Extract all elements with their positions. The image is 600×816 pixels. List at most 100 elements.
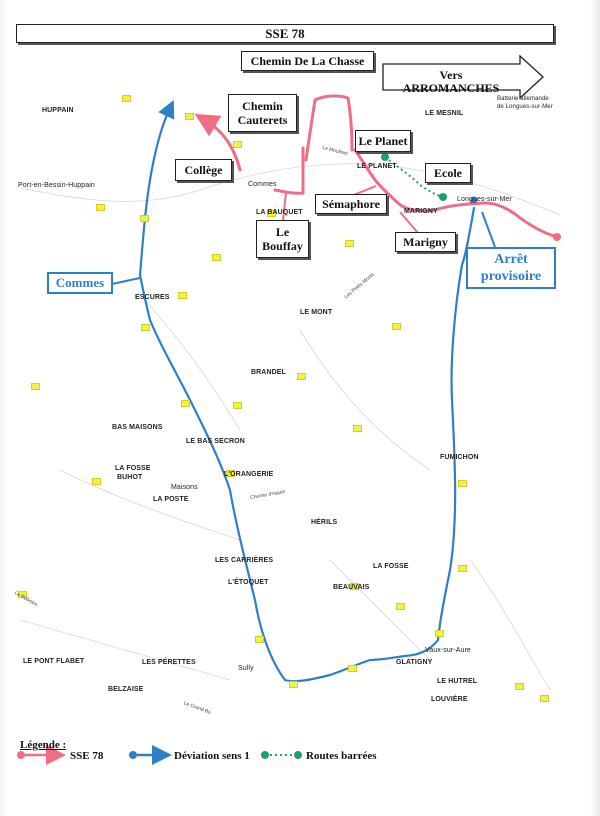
place-le-planet: LE PLANET (357, 163, 397, 170)
box-arret-provisoire: Arrêt provisoire (466, 247, 556, 289)
arret-provisoire-label-1: Arrêt (494, 252, 528, 267)
chemin-cauterets-label-1: Chemin (242, 99, 283, 113)
place-la-fosse-buhot-2: BUHOT (117, 474, 143, 481)
road-marker (92, 478, 101, 485)
box-le-bouffay: Le Bouffay (256, 220, 309, 258)
road-marker (348, 665, 357, 672)
box-le-planet: Le Planet (355, 130, 411, 152)
connector-arret (481, 211, 496, 248)
sse78-segment-college (194, 113, 242, 172)
place-le-pont-flabet: LE PONT FLABET (23, 658, 85, 665)
deviation-route (138, 100, 476, 683)
vers-arromanches-label-1: Vers (439, 68, 463, 82)
legend-sse78-label: SSE 78 (70, 750, 104, 762)
box-semaphore: Sémaphore (315, 194, 387, 214)
road-marker (226, 470, 235, 477)
road-marker (140, 215, 149, 222)
box-chemin-de-la-chasse: Chemin De La Chasse (241, 51, 374, 71)
arret-provisoire-dot (470, 196, 478, 204)
place-la-bauquet: LA BAUQUET (256, 209, 303, 216)
place-la-fosse-buhot-1: LA FOSSE (115, 465, 151, 472)
place-vaux-sur-aure: Vaux-sur-Aure (425, 647, 471, 654)
road-marker (185, 113, 194, 120)
place-le-mont: LE MONT (300, 309, 333, 316)
sse78-segment-bouffay (273, 146, 305, 195)
le-bouffay-label-2: Bouffay (262, 239, 303, 253)
place-la-poste: LA POSTE (153, 496, 189, 503)
map-title: SSE 78 (16, 24, 554, 43)
legend-title: Légende : (20, 739, 67, 751)
place-maisons: Maisons (171, 484, 198, 491)
place-l-orangerie: L'ORANGERIE (224, 471, 274, 478)
road-marker (181, 400, 190, 407)
place-le-bas-secron: LE BAS SECRON (186, 438, 245, 445)
road-marker (350, 583, 359, 590)
routes-barrees-end-dot (439, 193, 447, 201)
box-ecole: Ecole (425, 163, 471, 183)
ecole-label: Ecole (434, 166, 462, 180)
place-bas-maisons: BAS MAISONS (112, 424, 163, 431)
road-marker (233, 141, 242, 148)
road-marker (122, 95, 131, 102)
connector-marigny (399, 211, 419, 234)
road-marker (435, 630, 444, 637)
box-commes: Commes (47, 272, 113, 294)
semaphore-label: Sémaphore (322, 197, 380, 211)
commes-box-label: Commes (55, 275, 105, 290)
le-bouffay-label-1: Le (275, 225, 290, 239)
road-marker (267, 210, 276, 217)
sse78-route (194, 94, 559, 239)
place-la-fosse: LA FOSSE (373, 563, 409, 570)
place-marigny: MARIGNY (404, 208, 438, 215)
place-huppain: HUPPAIN (42, 107, 74, 114)
le-planet-label: Le Planet (358, 134, 408, 148)
road-marker (255, 636, 264, 643)
deviation-segment-west (138, 100, 476, 683)
road-marker (515, 683, 524, 690)
sse78-segment-chasse (304, 94, 354, 162)
legend-deviation-dot (129, 751, 137, 759)
place-sully: Sully (238, 665, 254, 672)
place-le-hutrel: LE HUTREL (437, 678, 478, 685)
place-le-mesnil: LE MESNIL (425, 110, 464, 117)
box-marigny: Marigny (395, 232, 456, 252)
place-longues-sur-mer: Longues-sur-Mer (457, 196, 512, 203)
vers-arromanches-label-2: ARROMANCHES (402, 81, 500, 96)
sse78-terminus-dot (553, 233, 561, 241)
place-louviere: LOUVIÈRE (431, 696, 468, 703)
road-marker (289, 681, 298, 688)
legend-sse78-dot (17, 751, 25, 759)
place-escures: ESCURES (135, 294, 170, 301)
chemin-cauterets-label-2: Cauterets (237, 113, 288, 127)
road-marker (178, 292, 187, 299)
place-batterie-2: de Longues-sur-Mer (497, 104, 553, 110)
legend-deviation-label: Déviation sens 1 (174, 750, 250, 762)
college-label: Collège (184, 163, 223, 177)
box-college: Collège (175, 159, 232, 181)
road-marker (212, 254, 221, 261)
road-marker (233, 402, 242, 409)
road-marker (392, 323, 401, 330)
place-les-perettes: LES PÉRETTES (142, 659, 196, 666)
place-les-carrieres: LES CARRIÈRES (215, 557, 274, 564)
place-brandel: BRANDEL (251, 369, 286, 376)
road-marker (31, 383, 40, 390)
place-herils: HÉRILS (311, 519, 338, 526)
arret-provisoire-label-2: provisoire (480, 269, 542, 284)
road-marker (141, 324, 150, 331)
road-marker (297, 373, 306, 380)
legend-symbols (17, 745, 302, 765)
place-glatigny: GLATIGNY (396, 659, 433, 666)
road-marker (458, 480, 467, 487)
chemin-de-la-chasse-label: Chemin De La Chasse (250, 54, 365, 68)
routes-barrees-start-dot (381, 153, 389, 161)
road-marker (458, 565, 467, 572)
place-port-en-bessin: Port-en-Bessin-Huppain (18, 182, 95, 189)
sse78-segment-east (353, 148, 559, 239)
road-marker (18, 591, 27, 598)
road-marker (396, 603, 405, 610)
marigny-label: Marigny (403, 235, 448, 249)
place-commes: Commes (248, 181, 277, 188)
